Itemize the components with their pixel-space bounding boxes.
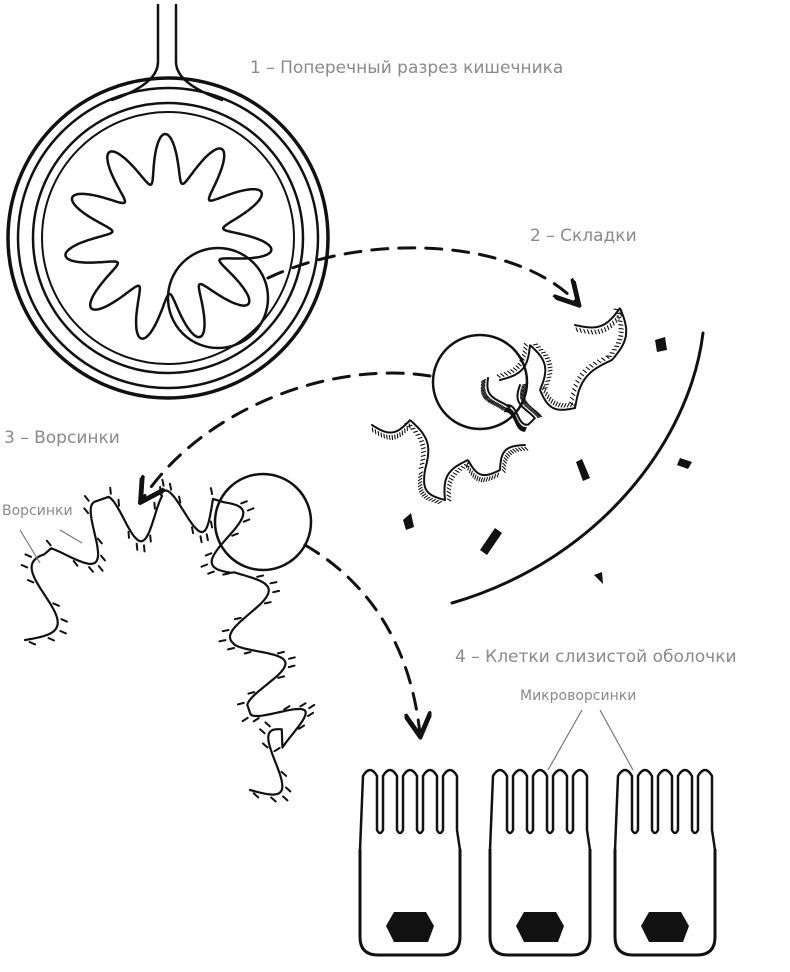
label-section-2: 2 – Складки	[530, 226, 637, 246]
cell-nucleus	[386, 912, 434, 942]
label-section-3: 3 – Ворсинки	[4, 428, 120, 448]
debris-particle	[594, 572, 603, 584]
label-section-1: 1 – Поперечный разрез кишечника	[250, 58, 563, 78]
folds-detail	[371, 307, 705, 605]
villi-detail	[19, 472, 316, 803]
debris-particle	[655, 337, 667, 352]
microvilli	[358, 768, 462, 852]
zoom-circle-villi	[431, 333, 529, 431]
fold-ribbon-right-fringe	[496, 308, 624, 408]
label-villi-callout: Ворсинки	[2, 503, 73, 519]
fold-ribbon-left	[371, 419, 526, 501]
intestinal-wall-arc	[450, 331, 705, 605]
outer-wall	[6, 76, 330, 400]
submucosa-layer	[31, 101, 305, 375]
mucosa-layer	[41, 111, 295, 365]
label-microvilli-callout: Микроворсинки	[520, 688, 636, 704]
cell-nucleus	[516, 912, 564, 942]
label-section-4: 4 – Клетки слизистой оболочки	[455, 647, 737, 667]
villi-strand	[23, 489, 307, 796]
zoom-circle-cells	[213, 472, 313, 572]
fold-ribbon-mid	[486, 377, 536, 426]
arrow-to-folds	[266, 246, 577, 303]
cell-nucleus	[641, 912, 689, 942]
cell-membrane	[488, 848, 592, 957]
mucosa-cells	[358, 768, 717, 957]
arrow-to-villi	[142, 371, 432, 500]
debris-particle	[677, 458, 692, 469]
debris-particle	[576, 459, 590, 481]
zoom-circle-folds	[166, 246, 270, 350]
debris-particle	[403, 513, 414, 530]
cell-membrane	[613, 848, 717, 957]
cell-membrane	[358, 848, 462, 957]
debris-particle	[480, 528, 502, 555]
fold-ribbon-right	[499, 307, 628, 411]
lumen-folds	[64, 132, 273, 340]
fold-ribbon-mid-fringe	[480, 378, 543, 432]
zoom-arrows	[142, 246, 577, 734]
epithelial-cell	[488, 768, 592, 957]
epithelial-cell	[613, 768, 717, 957]
microvilli	[488, 768, 592, 852]
callout-line	[59, 529, 83, 544]
fold-ribbon-left-fringe	[371, 421, 529, 505]
debris-particles	[403, 337, 692, 584]
epithelial-cell	[358, 768, 462, 957]
callout-line	[547, 709, 583, 771]
callout-line	[19, 529, 41, 564]
muscle-layer	[16, 86, 320, 390]
arrow-to-cells	[303, 543, 420, 734]
villi-hairs	[20, 478, 316, 803]
intestine-cross-section	[6, 3, 330, 400]
microvilli	[613, 768, 717, 852]
mesentery-stalk-inner	[174, 3, 224, 102]
callout-line	[599, 709, 634, 771]
